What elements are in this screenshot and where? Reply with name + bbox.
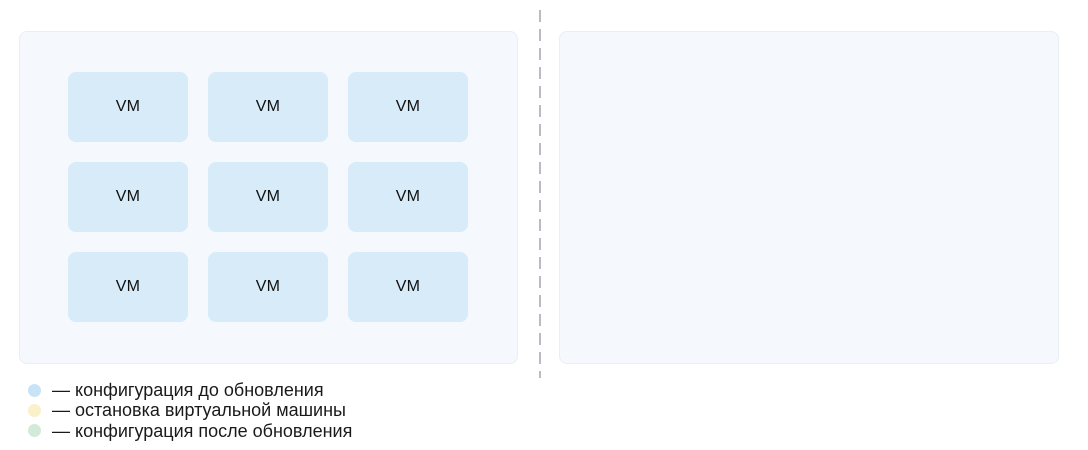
vm-box: VM	[208, 162, 328, 232]
dashed-divider-line	[539, 10, 541, 378]
vm-box: VM	[68, 72, 188, 142]
legend-label: — конфигурация до обновления	[52, 380, 324, 401]
legend: — конфигурация до обновления — остановка…	[28, 380, 352, 441]
legend-item-config-before-update: — конфигурация до обновления	[28, 380, 352, 400]
legend-item-vm-stop: — остановка виртуальной машины	[28, 400, 352, 420]
legend-dot-green-icon	[28, 424, 41, 438]
left-panel: VM VM VM VM VM VM VM VM VM	[19, 31, 518, 364]
vm-box: VM	[348, 252, 468, 322]
vm-box: VM	[68, 252, 188, 322]
legend-label: — конфигурация после обновления	[52, 420, 353, 441]
vm-box: VM	[348, 162, 468, 232]
legend-label: — остановка виртуальной машины	[52, 400, 346, 421]
vm-box: VM	[208, 72, 328, 142]
legend-dot-blue-icon	[28, 383, 41, 397]
legend-item-config-after-update: — конфигурация после обновления	[28, 421, 352, 441]
vm-grid: VM VM VM VM VM VM VM VM VM	[68, 72, 468, 322]
right-panel	[559, 31, 1059, 364]
vm-box: VM	[348, 72, 468, 142]
vm-box: VM	[208, 252, 328, 322]
vm-box: VM	[68, 162, 188, 232]
legend-dot-yellow-icon	[28, 403, 41, 417]
